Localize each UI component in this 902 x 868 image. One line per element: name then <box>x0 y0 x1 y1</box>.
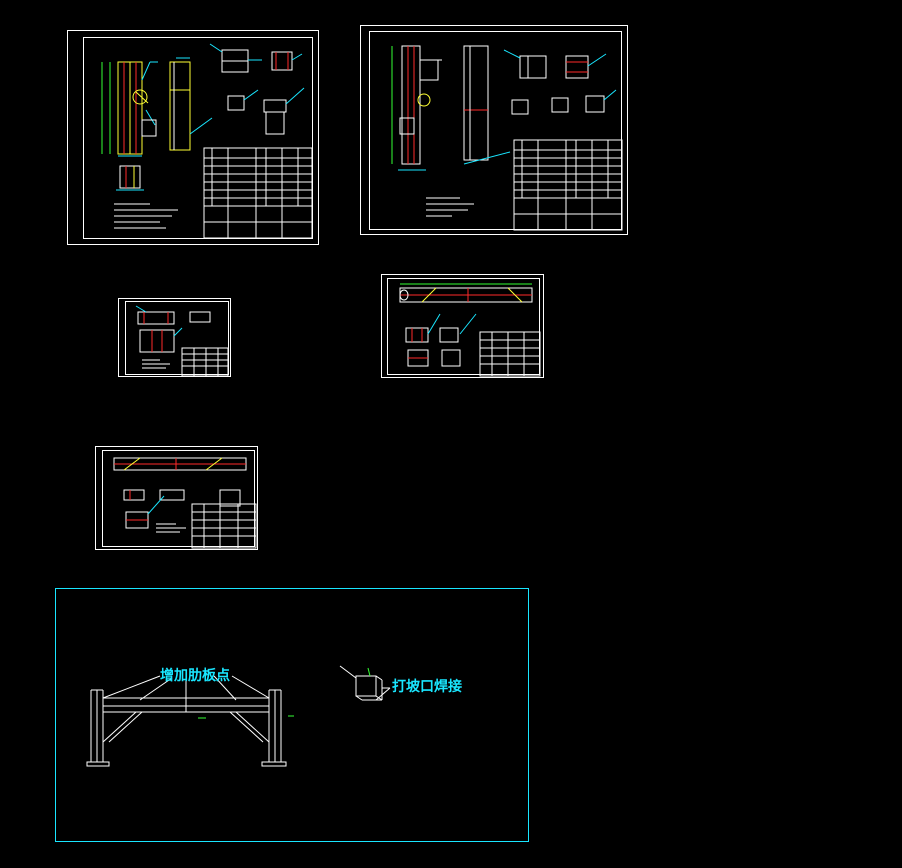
rib-plate-point-label: 增加肋板点 <box>160 668 230 684</box>
sheet-3-notes <box>142 359 170 369</box>
sheet-1-notes <box>114 203 178 229</box>
sheet-4-beam-elevation <box>399 283 533 303</box>
sheet-1-section-details <box>209 43 305 135</box>
bevel-weld-label: 打坡口焊接 <box>392 679 462 695</box>
sheet-3-title-block <box>181 347 229 377</box>
rib-plate-leaders <box>102 675 270 701</box>
sheet-2-title-block <box>513 139 623 231</box>
sheet-2-notes <box>426 197 474 217</box>
drawing-sheet-3[interactable] <box>118 298 231 377</box>
sheet-5-section-details <box>123 489 241 529</box>
sheet-1-title-block <box>203 147 313 239</box>
drawing-sheet-1[interactable] <box>67 30 319 245</box>
sheet-4-title-block <box>479 331 541 377</box>
portal-frame-elevation <box>86 689 287 767</box>
sheet-2-column-elevation <box>391 45 442 171</box>
sheet-2-section-details <box>503 49 617 115</box>
dimension-tags <box>198 715 294 719</box>
sheet-2-column-side-view <box>463 45 511 165</box>
bevel-weld-detail <box>339 665 391 701</box>
sheet-1-column-elevation <box>101 61 158 157</box>
sheet-5-beam-elevation <box>113 457 247 471</box>
sheet-4-section-details <box>405 313 477 367</box>
drawing-sheet-5[interactable] <box>95 446 258 550</box>
drawing-sheet-2[interactable] <box>360 25 628 235</box>
sheet-1-base-detail <box>116 165 144 191</box>
drawing-sheet-4[interactable] <box>381 274 544 378</box>
drawing-sheet-6[interactable] <box>55 588 529 842</box>
sheet-3-part-views <box>135 305 211 353</box>
sheet-1-column-side-view <box>169 57 213 151</box>
sheet-5-title-block <box>191 503 257 549</box>
sheet-5-notes <box>156 523 186 533</box>
